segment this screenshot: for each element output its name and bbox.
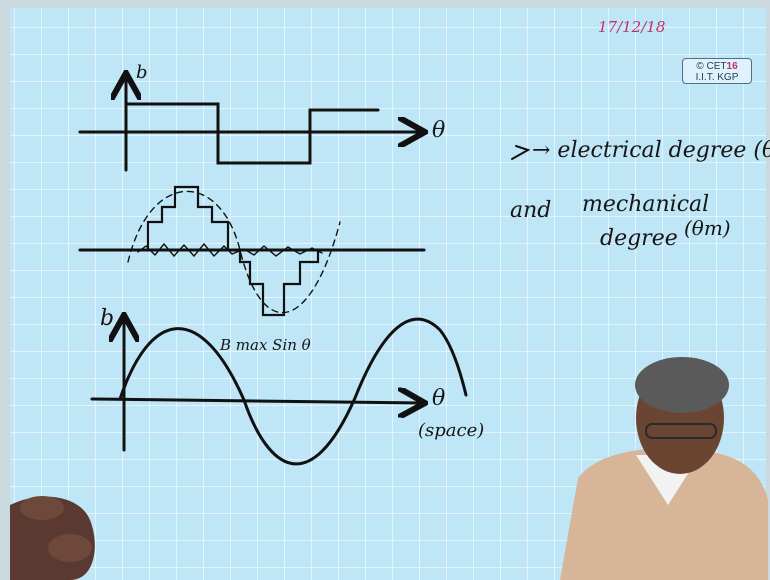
note-degree: degree [600,226,678,251]
presenter-body [560,448,768,580]
note-electrical-degree: → electrical degree (θ) [532,138,770,163]
sketch3-x-axis [90,399,422,403]
sketch3-x-note: (space) [418,420,485,441]
note-and: and [510,198,552,223]
cet-iit-kgp-badge: © CET16 I.I.T. KGP [682,58,752,84]
sine-curve [118,317,468,466]
stepped-wave-sketch [78,185,426,317]
note-arrow [511,145,531,160]
square-wave [124,102,380,165]
badge-line2: I.I.T. KGP [695,72,739,83]
dashed-fundamental [127,190,341,314]
sketch1-y-label: b [136,62,148,83]
note-mechanical: mechanical [582,192,710,217]
stepped-wave [133,185,332,317]
sine-curve-label: B max Sin θ [220,336,311,354]
presenter-glasses [645,423,717,439]
sketch3-x-label: θ [432,386,446,411]
presenter-hair [635,357,729,413]
square-wave-sketch [78,76,422,172]
sine-wave-sketch [90,317,468,466]
sketch1-x-label: θ [432,118,446,143]
presenter [560,357,768,580]
slide-number: 16 [726,61,738,72]
note-theta-m: (θm) [684,216,731,240]
hand [10,496,95,580]
date-written: 17/12/18 [598,18,666,36]
badge-line1: © CET [696,61,727,72]
zigzag-difference [137,242,323,258]
sketch3-y-label: b [100,306,115,331]
